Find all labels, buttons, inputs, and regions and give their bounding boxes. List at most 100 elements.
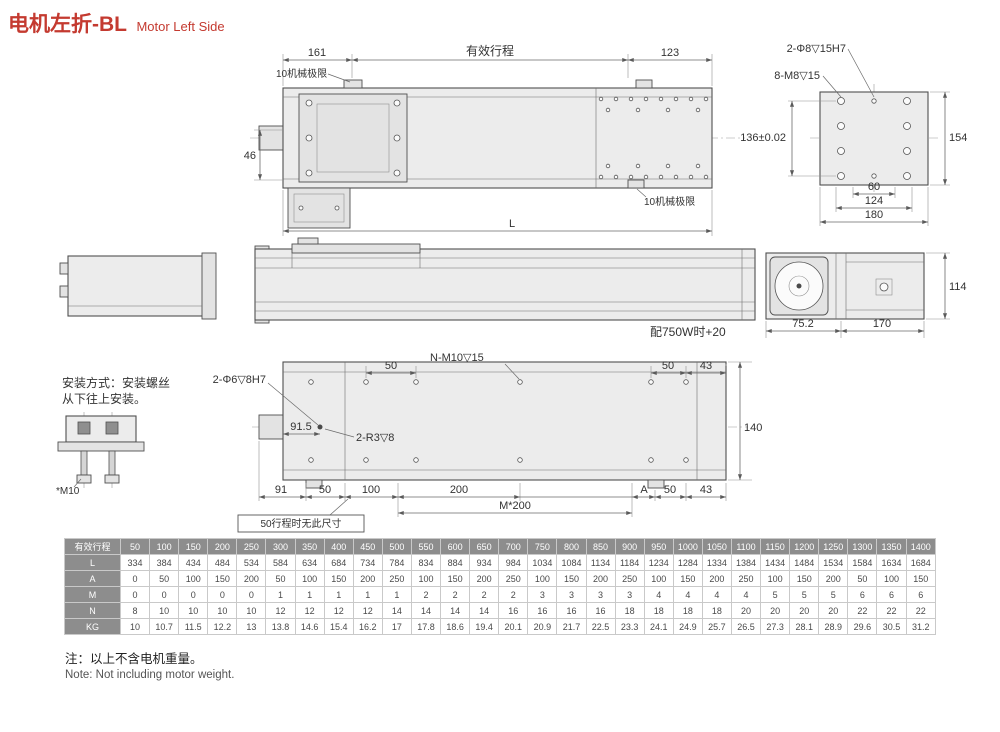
table-cell: 10	[119, 618, 151, 635]
dowel-hole	[317, 424, 323, 430]
table-header-cell: 1200	[789, 538, 820, 555]
table-cell: 20	[789, 602, 820, 619]
table-cell: 22	[847, 602, 878, 619]
table-cell: 50	[265, 570, 296, 587]
table-header-cell: 750	[527, 538, 558, 555]
table-cell: 25.7	[701, 618, 732, 635]
top-view	[250, 79, 745, 229]
table-header-cell: 500	[381, 538, 412, 555]
table-cell: 16	[498, 602, 529, 619]
table-cell: 10	[236, 602, 267, 619]
table-header-cell: 350	[294, 538, 325, 555]
chain-50: 50	[319, 484, 331, 496]
dim-m200: M*200	[499, 500, 531, 512]
table-cell: 11.5	[178, 618, 209, 635]
table-cell: 4	[672, 586, 703, 603]
callout-dowel-holes: 2-Φ8▽15H7	[787, 43, 846, 55]
install-screw-right	[108, 450, 116, 476]
install-screw-head-left	[76, 474, 92, 484]
table-cell: 20	[760, 602, 791, 619]
install-nut-right	[105, 421, 119, 435]
table-cell: 150	[905, 570, 937, 587]
table-cell: 18.6	[440, 618, 471, 635]
table-cell: 12	[294, 602, 325, 619]
side-view-body	[254, 248, 756, 321]
motor-block	[67, 255, 216, 317]
dim-91-5: 91.5	[290, 421, 311, 433]
dim-75-2: 75.2	[792, 318, 813, 330]
table-cell: 16	[527, 602, 558, 619]
install-base-plate	[57, 441, 145, 452]
table-cell: 1384	[730, 554, 762, 571]
table-cell: 150	[672, 570, 703, 587]
plate-body	[819, 91, 929, 186]
dim-114: 114	[949, 281, 967, 293]
table-cell: 6	[847, 586, 878, 603]
table-cell: 50	[149, 570, 180, 587]
table-header-cell: 1050	[701, 538, 732, 555]
table-cell: 634	[294, 554, 325, 571]
limit-sensor-top	[343, 79, 363, 89]
table-cell: 30.5	[876, 618, 907, 635]
end-hole-field	[598, 96, 709, 180]
limit-sensor-bottom	[627, 179, 645, 189]
table-header-cell: 1150	[760, 538, 791, 555]
chain-100: 100	[362, 484, 380, 496]
table-cell: 2	[440, 586, 471, 603]
table-cell: 18	[672, 602, 703, 619]
table-header-cell: 800	[556, 538, 587, 555]
dim-46: 46	[244, 150, 256, 162]
plate-view-dimensions: 2-Φ8▽15H7 8-M8▽15 136±0.02 154 60 124 18…	[740, 43, 967, 226]
table-cell: 1134	[585, 554, 616, 571]
table-cell: 150	[323, 570, 354, 587]
dim-180: 180	[865, 209, 883, 221]
install-nut-left	[77, 421, 91, 435]
plate-holes	[837, 97, 911, 180]
table-cell: 1	[381, 586, 412, 603]
page-title-zh: 电机左折-BL	[8, 13, 127, 36]
table-header-cell: 1250	[818, 538, 849, 555]
table-cell: 0	[236, 586, 267, 603]
table-cell: 8	[119, 602, 151, 619]
chain-91: 91	[275, 484, 287, 496]
table-cell: 10	[178, 602, 209, 619]
table-cell: 24.1	[643, 618, 674, 635]
table-cell: 3	[556, 586, 587, 603]
table-cell: 10	[149, 602, 180, 619]
chain-200: 200	[450, 484, 468, 496]
table-cell: 19.4	[469, 618, 500, 635]
table-cell: 334	[119, 554, 151, 571]
dim-60: 60	[868, 181, 880, 193]
table-cell: 150	[440, 570, 471, 587]
callout-tapped-holes: 8-M8▽15	[774, 70, 820, 82]
table-row-label: A	[64, 570, 121, 587]
table-cell: 22	[905, 602, 937, 619]
install-diagram: 安装方式：安装螺丝 从下往上安装。 *M10	[56, 375, 170, 497]
table-cell: 100	[294, 570, 325, 587]
table-cell: 16	[585, 602, 616, 619]
table-cell: 200	[701, 570, 732, 587]
table-cell: 3	[614, 586, 645, 603]
plate-view	[810, 84, 938, 192]
table-cell: 20.1	[498, 618, 529, 635]
table-cell: 1	[323, 586, 354, 603]
table-header-cell: 600	[440, 538, 471, 555]
table-cell: 50	[847, 570, 878, 587]
table-cell: 20	[818, 602, 849, 619]
table-header-cell: 400	[323, 538, 354, 555]
install-screw-label: *M10	[56, 486, 80, 497]
table-header-cell: 1400	[905, 538, 937, 555]
table-cell: 12.2	[207, 618, 238, 635]
footnote-en: Note: Not including motor weight.	[65, 669, 235, 681]
table-cell: 5	[760, 586, 791, 603]
table-cell: 3	[585, 586, 616, 603]
table-cell: 5	[789, 586, 820, 603]
table-cell: 5	[818, 586, 849, 603]
table-cell: 1584	[847, 554, 878, 571]
table-cell: 14	[410, 602, 442, 619]
table-cell: 17	[381, 618, 412, 635]
